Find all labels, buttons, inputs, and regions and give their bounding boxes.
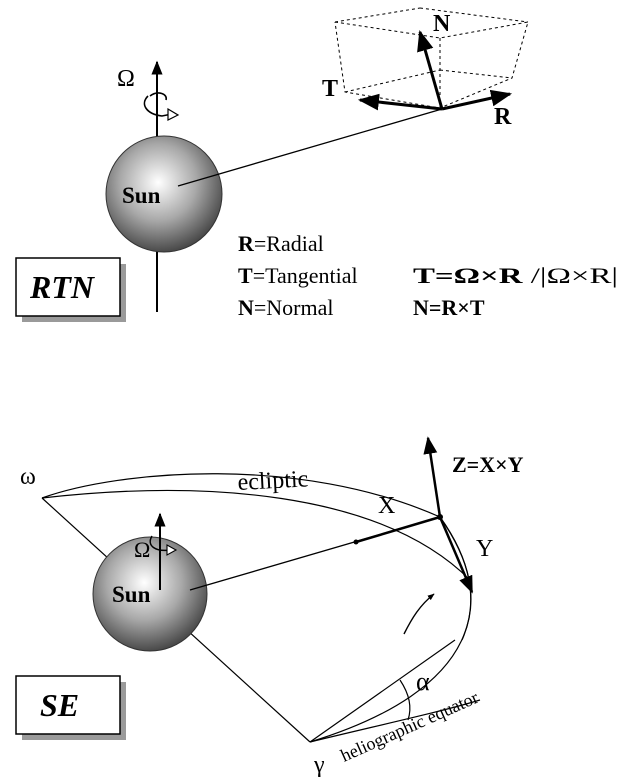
se-sun [92, 536, 208, 652]
rtn-sun-label: Sun [122, 183, 161, 208]
se-axis-Z [423, 436, 442, 518]
rtn-axis-T-label: T [322, 76, 338, 102]
legend-formula-tangential: T=Ω×R /|Ω×R| [413, 263, 618, 288]
se-rotation-direction-arrow-icon [403, 593, 435, 635]
rtn-panel: Sun Ω N T R RTN R=Radial [15, 7, 618, 322]
rtn-axis-T [357, 93, 443, 111]
se-axis-Y [438, 516, 474, 594]
se-axis-Y-label: Y [476, 536, 493, 562]
se-axis-X [355, 515, 441, 544]
se-alpha-arc [399, 679, 411, 721]
se-omega-lower-label: ω [20, 464, 36, 490]
rtn-rotation-arrow-icon [143, 95, 173, 117]
se-ecliptic-label: ecliptic [237, 466, 309, 496]
se-box-label: SE [40, 687, 79, 723]
rtn-axis-R [441, 89, 513, 111]
rtn-omega-label: Ω [117, 66, 135, 92]
rtn-sun [105, 135, 223, 253]
se-sun-label: Sun [112, 582, 151, 607]
legend-row-tangential: T=Tangential [238, 263, 358, 288]
se-equator-label: heliographic equator [337, 687, 481, 766]
se-axis-Z-label: Z=X×Y [452, 452, 524, 477]
se-axis-X-label: X [378, 493, 395, 519]
se-omega-upper-label: Ω [134, 537, 150, 562]
se-gamma-line [309, 639, 456, 743]
rtn-frame-planes [334, 7, 529, 109]
legend-formula-normal: N=R×T [413, 295, 485, 320]
rtn-axis-N [417, 29, 444, 110]
rtn-box [15, 257, 121, 317]
rtn-axis-R-label: R [494, 104, 512, 130]
se-equator-arc [309, 699, 481, 743]
rtn-axis-N-label: N [433, 11, 451, 37]
legend-row-radial: R=Radial [238, 231, 324, 256]
se-inner-arc [41, 489, 471, 581]
se-box [15, 675, 121, 735]
rtn-legend: R=Radial T=Tangential T=Ω×R /|Ω×R| N=Nor… [238, 231, 618, 320]
rtn-box-label: RTN [29, 269, 96, 305]
rtn-sun-spacecraft-line [177, 108, 443, 187]
se-alpha-label: α [416, 667, 430, 696]
se-meridian-arc [309, 516, 472, 743]
se-gamma-label: γ [313, 752, 325, 778]
legend-row-normal: N=Normal [238, 295, 334, 320]
se-panel: Sun Ω X Y Z=X×Y ecliptic ω α γ heliograp… [15, 436, 524, 778]
